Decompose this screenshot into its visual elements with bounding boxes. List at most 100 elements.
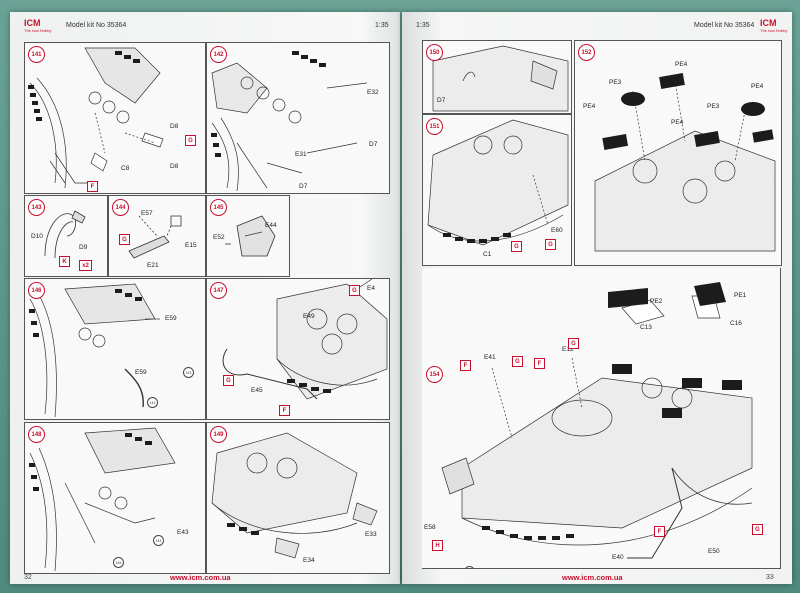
step-148-drawing [29,423,205,573]
part-label: E12 [562,346,574,353]
paint-flag: G [568,338,579,349]
part-label: C13 [640,324,652,331]
part-label: PE4 [751,83,764,90]
step-154-panel: 154 PE2 PE1 C13 C16 E41 E12 E58 E40 E50 … [422,268,781,569]
step-number-142: 142 [210,46,227,63]
paint-flag: F [460,360,471,371]
step-number-147: 147 [210,282,227,299]
part-label: E49 [303,313,315,320]
paint-flag: G [512,356,523,367]
step-143-drawing [25,196,107,276]
step-148-panel: 148 E43 144 145 [24,422,206,574]
step-150-drawing [423,41,571,113]
part-label: E40 [612,554,624,561]
step-152-drawing [575,73,781,265]
part-label: E31 [295,151,307,158]
step-number-148: 148 [28,426,45,443]
website-url-right: www.icm.com.ua [562,573,623,582]
part-label: PE2 [650,298,663,305]
paint-flag: H [432,540,443,551]
part-label: D7 [299,183,308,190]
paint-flag: G [119,234,130,245]
part-label: E4 [367,285,375,292]
part-label: PE3 [609,79,622,86]
part-label: E43 [177,529,189,536]
step-number-145: 145 [210,199,227,216]
part-label: C1 [483,251,492,258]
paint-flag: G [511,241,522,252]
step-143-panel: 143 D10 D9 K x2 [24,195,108,277]
step-146-panel: 146 E59 E59 143 142 [24,278,206,420]
step-142-panel: 142 E32 D7 E31 D7 [206,42,390,194]
part-label: PE3 [707,103,720,110]
part-label: E57 [141,210,153,217]
step-144-drawing [109,196,205,276]
step-number-152: 152 [578,44,595,61]
part-label: E50 [708,548,720,555]
paint-flag: F [654,526,665,537]
part-label: E52 [213,234,225,241]
step-141-panel: 141 D8 C8 D8 G F [24,42,206,194]
scale-right: 1:35 [416,22,430,29]
step-147-panel: 147 E4 E49 E45 G G F [206,278,390,420]
paint-flag: G [223,375,234,386]
part-label: D7 [437,97,446,104]
step-reference: 145 [113,557,124,568]
step-149-panel: 149 E33 E34 [206,422,390,574]
part-label: E41 [484,354,496,361]
part-label: E59 [165,315,177,322]
paint-flag: G [185,135,196,146]
page-number-left: 32 [24,574,32,581]
step-145-panel: 145 E44 E52 [206,195,290,277]
model-kit-number-left: Model kit No 35364 [66,22,127,29]
step-number-154: 154 [426,366,443,383]
step-number-151: 151 [426,118,443,135]
step-154-drawing [422,282,780,568]
paint-flag: F [279,405,290,416]
part-label: E59 [135,369,147,376]
step-reference: 142 [147,397,158,408]
paint-flag: F [534,358,545,369]
step-number-141: 141 [28,46,45,63]
part-label: E32 [367,89,379,96]
paint-flag: K [59,256,70,267]
part-label: D7 [369,141,378,148]
paint-flag: F [87,181,98,192]
part-label: E44 [265,222,277,229]
step-145-drawing [207,196,289,276]
model-kit-number-right: Model kit No 35364 [694,22,755,29]
part-label: E45 [251,387,263,394]
part-label: PE4 [671,119,684,126]
part-label: PE1 [734,292,747,299]
step-150-panel: 150 D7 [422,40,572,114]
step-reference: 143 [183,367,194,378]
website-url-left: www.icm.com.ua [170,573,231,582]
step-142-drawing [211,51,389,193]
step-number-143: 143 [28,199,45,216]
part-label: E58 [424,524,436,531]
part-label: D8 [170,123,179,130]
step-number-149: 149 [210,426,227,443]
part-label: PE4 [583,103,596,110]
step-151-panel: 151 E60 C1 G G [422,114,572,266]
step-141-drawing [28,43,205,193]
step-147-drawing [207,279,389,419]
step-149-drawing [207,423,389,573]
part-label: E60 [551,227,563,234]
step-number-144: 144 [112,199,129,216]
step-151-drawing [423,115,571,265]
part-label: D10 [31,233,43,240]
paint-flag: G [622,568,633,569]
paint-flag: G [752,524,763,535]
part-label: E15 [185,242,197,249]
quantity-flag: x2 [79,260,92,271]
part-label: D9 [79,244,88,251]
step-reference: 144 [153,535,164,546]
part-label: C8 [121,165,130,172]
part-label: E33 [365,531,377,538]
step-144-panel: 144 E57 E15 E21 G [108,195,206,277]
